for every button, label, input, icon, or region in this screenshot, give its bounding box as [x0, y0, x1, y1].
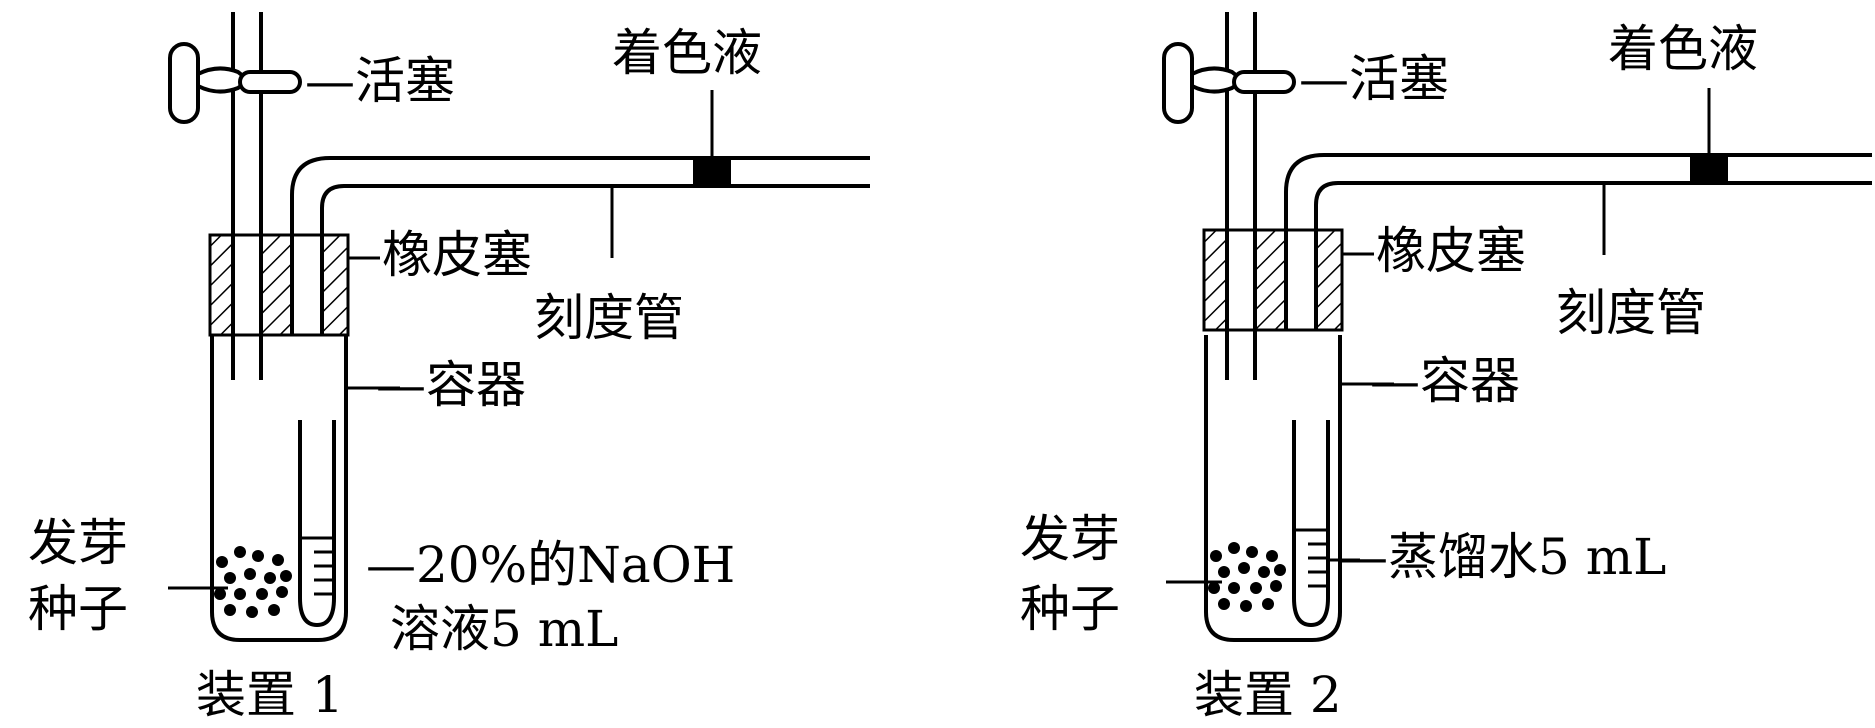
rubber-stopper [1202, 228, 1344, 332]
rubber-stopper [208, 233, 350, 337]
rubber-stopper-outline [1202, 228, 1344, 332]
graduated-tube-inner [320, 184, 870, 335]
label-seeds-line2: 种子 [1020, 580, 1120, 638]
graduated-tube-outer [1284, 153, 1872, 330]
colored-liquid-drop [693, 160, 731, 184]
caption-apparatus-1: 装置 1 [196, 666, 344, 724]
apparatus-2: —活塞 着色液 橡皮塞 刻度管 —容器 发芽 种子 —蒸馏水5 mL 装置 2 [1020, 12, 1872, 724]
stopcock-icon [1162, 42, 1296, 124]
label-seeds-line2: 种子 [28, 580, 128, 638]
label-colored-liquid: 着色液 [612, 24, 762, 82]
label-rubber-stopper: 橡皮塞 [382, 226, 532, 284]
caption-apparatus-2: 装置 2 [1194, 666, 1342, 724]
label-container: —容器 [376, 356, 526, 414]
label-container: —容器 [1370, 352, 1520, 410]
colored-liquid-drop [1690, 157, 1728, 181]
label-solution-line2: 溶液5 mL [390, 600, 618, 658]
label-graduated-tube: 刻度管 [534, 289, 684, 347]
stopcock-icon [168, 42, 302, 124]
container-vessel [1204, 335, 1342, 642]
rubber-stopper-outline [208, 233, 350, 337]
apparatus-1: —活塞 着色液 橡皮塞 刻度管 —容器 发芽 种子 —20%的NaOH 溶液5 … [28, 12, 870, 724]
inner-test-tube [1292, 420, 1330, 628]
label-solution-line1: —蒸馏水5 mL [1338, 528, 1666, 586]
label-seeds-line1: 发芽 [1020, 510, 1120, 568]
label-seeds-line1: 发芽 [28, 514, 128, 572]
graduated-tube-outer [290, 156, 870, 335]
label-graduated-tube: 刻度管 [1556, 284, 1706, 342]
graduated-tube-inner [1314, 181, 1872, 330]
container-vessel [210, 335, 348, 642]
label-solution-line1: —20%的NaOH [366, 536, 735, 594]
tube-graduations [302, 536, 332, 596]
label-colored-liquid: 着色液 [1608, 20, 1758, 78]
inner-test-tube [298, 420, 336, 628]
label-rubber-stopper: 橡皮塞 [1376, 222, 1526, 280]
label-stopcock: —活塞 [305, 52, 455, 110]
germinating-seeds [214, 546, 292, 618]
germinating-seeds [1208, 542, 1286, 612]
tube-graduations [1296, 528, 1326, 588]
label-stopcock: —活塞 [1299, 50, 1449, 108]
